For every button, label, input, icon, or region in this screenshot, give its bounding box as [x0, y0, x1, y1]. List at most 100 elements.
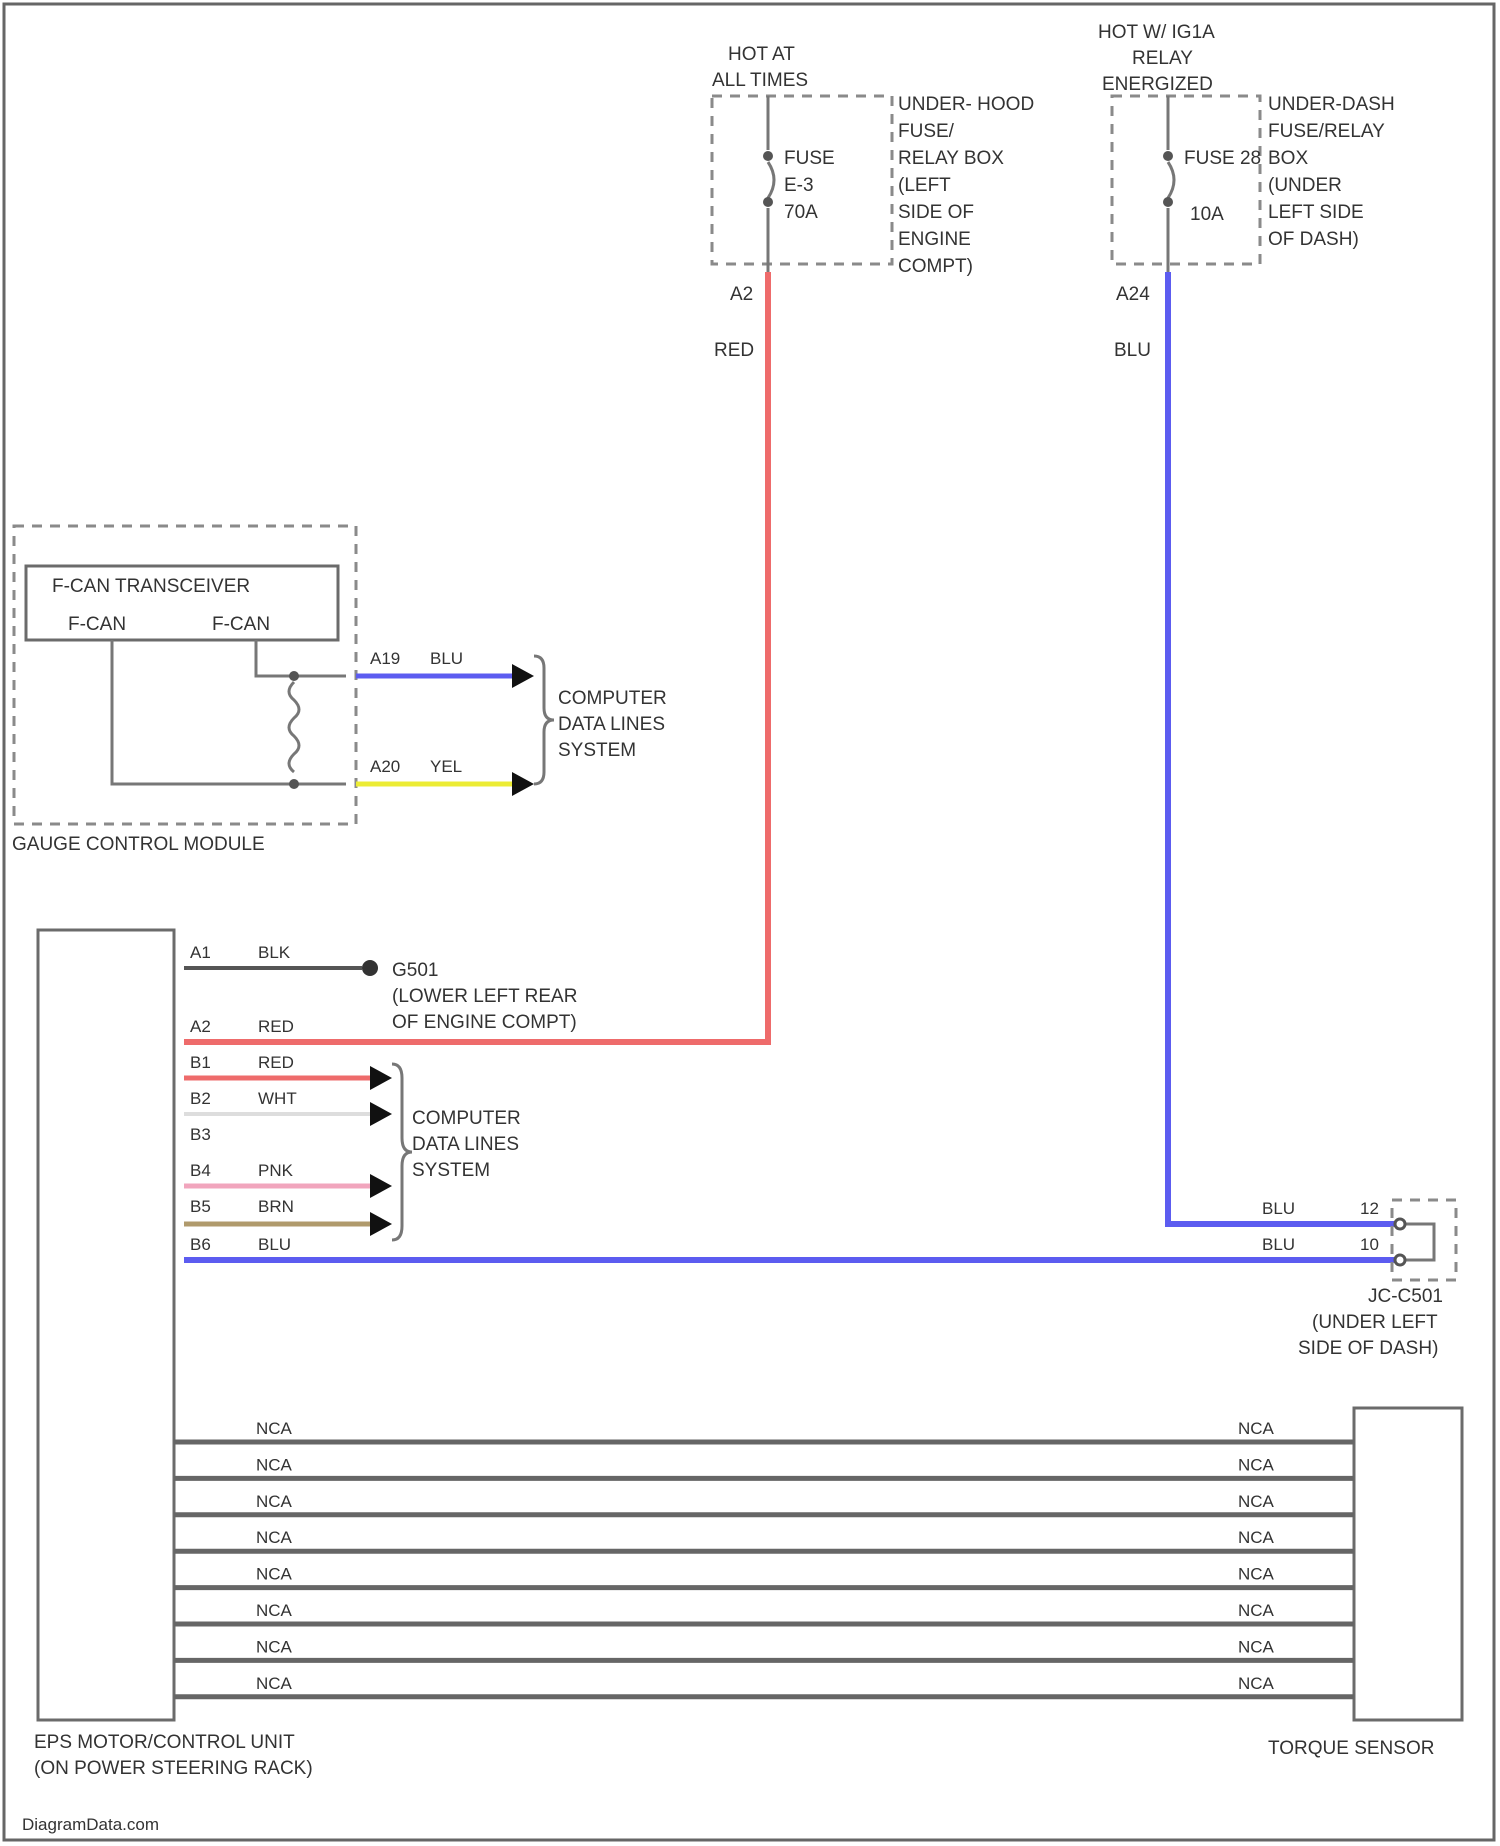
nca-label-right: NCA [1238, 1419, 1275, 1438]
ground-icon [362, 960, 378, 976]
fuse2-line1: FUSE 28 [1184, 148, 1261, 169]
box1-line4: (LEFT [898, 175, 951, 196]
box1-line5: SIDE OF [898, 202, 974, 223]
nca-label-left: NCA [256, 1528, 293, 1547]
jc-pin1: 12 [1360, 1199, 1379, 1218]
fcan-right-label: F-CAN [212, 614, 270, 635]
nca-label-left: NCA [256, 1455, 293, 1474]
box1-line1: UNDER- HOOD [898, 94, 1034, 115]
box1-line2: FUSE/ [898, 121, 955, 142]
hot-at-all-times-line2: ALL TIMES [712, 70, 808, 91]
box2-line3: BOX [1268, 148, 1308, 169]
eps-unit-box [38, 930, 174, 1720]
hot-at-all-times-line1: HOT AT [728, 44, 795, 65]
fuse1-line3: 70A [784, 202, 818, 223]
wire-blu-label: BLU [1114, 340, 1151, 361]
cdl2-line3: SYSTEM [412, 1160, 490, 1181]
pin-a2-top: A2 [730, 284, 753, 305]
nca-label-left: NCA [256, 1565, 293, 1584]
nca-label-right: NCA [1238, 1455, 1275, 1474]
cdl2-line1: COMPUTER [412, 1108, 521, 1129]
box1-line3: RELAY BOX [898, 148, 1004, 169]
jc-jumper [1404, 1224, 1434, 1260]
ground-label-2: (LOWER LEFT REAR [392, 986, 577, 1007]
pin-a24-top: A24 [1116, 284, 1150, 305]
wire-a1-color: BLK [258, 943, 291, 962]
cdl2-line2: DATA LINES [412, 1134, 519, 1155]
jc-label-3: SIDE OF DASH) [1298, 1338, 1438, 1359]
jc-label-1: JC-C501 [1368, 1286, 1443, 1307]
fuse2-line2: 10A [1190, 204, 1224, 225]
fcan-left-label: F-CAN [68, 614, 126, 635]
wire-b4-color: PNK [258, 1161, 294, 1180]
jc-outline [1392, 1200, 1456, 1280]
nca-label-left: NCA [256, 1637, 293, 1656]
eps-unit-label-2: (ON POWER STEERING RACK) [34, 1758, 313, 1779]
box2-line5: LEFT SIDE [1268, 202, 1364, 223]
pin-a1: A1 [190, 943, 211, 962]
cdl1-line1: COMPUTER [558, 688, 667, 709]
wire-red-label: RED [714, 340, 754, 361]
nca-label-left: NCA [256, 1601, 293, 1620]
b5-arrow-icon [370, 1212, 392, 1236]
torque-sensor: TORQUE SENSOR [1268, 1408, 1462, 1759]
jc-pin2: 10 [1360, 1235, 1379, 1254]
pin-a2: A2 [190, 1017, 211, 1036]
pin-b3: B3 [190, 1125, 211, 1144]
box2-line2: FUSE/RELAY [1268, 121, 1385, 142]
torque-sensor-label: TORQUE SENSOR [1268, 1738, 1434, 1759]
wire-b6-color: BLU [258, 1235, 291, 1254]
blu-ignition-wire [1168, 272, 1398, 1224]
gauge-control-module: F-CAN TRANSCEIVER F-CAN F-CAN GAUGE CONT… [12, 526, 667, 855]
nca-label-right: NCA [1238, 1637, 1275, 1656]
nca-label-right: NCA [1238, 1492, 1275, 1511]
box2-line4: (UNDER [1268, 175, 1342, 196]
a20-arrow-icon [512, 772, 534, 796]
ground-label-1: G501 [392, 960, 438, 981]
b4-arrow-icon [370, 1174, 392, 1198]
box1-line7: COMPT) [898, 256, 973, 277]
a19-arrow-icon [512, 664, 534, 688]
box2-line6: OF DASH) [1268, 229, 1359, 250]
nca-label-right: NCA [1238, 1528, 1275, 1547]
wire-a19-color: BLU [430, 649, 463, 668]
wire-b1-color: RED [258, 1053, 294, 1072]
pin-b2: B2 [190, 1089, 211, 1108]
pin-b1: B1 [190, 1053, 211, 1072]
hot-relay-line3: ENERGIZED [1102, 74, 1213, 95]
pin-b5: B5 [190, 1197, 211, 1216]
box2-line1: UNDER-DASH [1268, 94, 1395, 115]
nca-label-left: NCA [256, 1674, 293, 1693]
b1-arrow-icon [370, 1066, 392, 1090]
cdl1-line2: DATA LINES [558, 714, 665, 735]
pin-a20: A20 [370, 757, 400, 776]
nca-label-left: NCA [256, 1419, 293, 1438]
ground-label-3: OF ENGINE COMPT) [392, 1012, 577, 1033]
fuse-icon [768, 162, 774, 198]
wire-b2-color: WHT [258, 1089, 297, 1108]
gauge-module-label: GAUGE CONTROL MODULE [12, 834, 265, 855]
fcan-transceiver-label: F-CAN TRANSCEIVER [52, 576, 250, 597]
pin-b4: B4 [190, 1161, 211, 1180]
wire-a20-color: YEL [430, 757, 462, 776]
hot-relay-line2: RELAY [1132, 48, 1193, 69]
nca-lines: NCA NCA NCA NCA NCA NCA NCA NCA NCA NCA NCA NCA NCA N… [174, 1419, 1354, 1697]
eps-unit-label-1: EPS MOTOR/CONTROL UNIT [34, 1732, 295, 1753]
twisted-pair-icon [289, 682, 299, 772]
wire-b5-color: BRN [258, 1197, 294, 1216]
jc-label-2: (UNDER LEFT [1312, 1312, 1438, 1333]
jc-wire2-color: BLU [1262, 1235, 1295, 1254]
nca-label-right: NCA [1238, 1565, 1275, 1584]
fuse-block-1: HOT AT ALL TIMES FUSE E-3 70A UNDER- HOO… [712, 44, 1034, 361]
nca-label-left: NCA [256, 1492, 293, 1511]
nca-label-right: NCA [1238, 1674, 1275, 1693]
under-dash-fuse-box-outline [1112, 96, 1260, 264]
box1-line6: ENGINE [898, 229, 971, 250]
b2-arrow-icon [370, 1102, 392, 1126]
fuse1-line1: FUSE [784, 148, 835, 169]
cdl1-line3: SYSTEM [558, 740, 636, 761]
jc-wire1-color: BLU [1262, 1199, 1295, 1218]
pin-b6: B6 [190, 1235, 211, 1254]
